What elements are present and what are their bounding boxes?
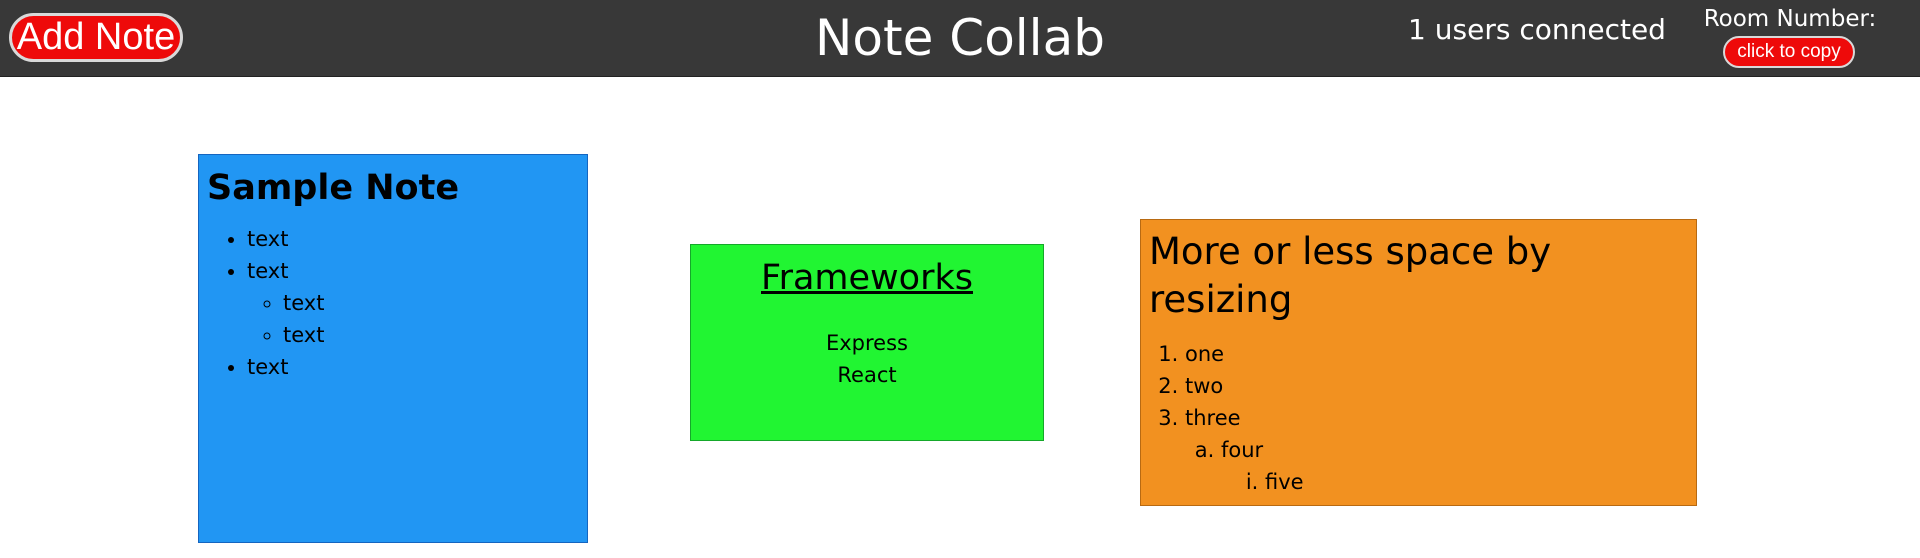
note-title: Frameworks xyxy=(761,258,973,298)
copy-room-button[interactable]: click to copy xyxy=(1723,36,1855,68)
list-item-text: text xyxy=(247,259,289,283)
list-item: text xyxy=(283,287,579,319)
add-note-button[interactable]: Add Note xyxy=(9,13,183,62)
top-bar: Add Note Note Collab 1 users connected R… xyxy=(0,0,1920,77)
nested-roman-list: five xyxy=(1221,466,1688,498)
note-resizing[interactable]: More or less space by resizing one two t… xyxy=(1140,219,1697,506)
list-item-text: three xyxy=(1185,406,1241,430)
list-item: text xyxy=(247,351,579,383)
nested-bullet-list: text text xyxy=(247,287,579,351)
list-item: four five xyxy=(1221,434,1688,498)
numbered-list: one two three four five xyxy=(1149,338,1688,498)
bullet-list: text text text text text xyxy=(207,223,579,383)
list-item: five xyxy=(1265,466,1688,498)
list-item: two xyxy=(1185,370,1688,402)
note-title: More or less space by resizing xyxy=(1149,230,1552,321)
note-line: React xyxy=(837,363,897,387)
note-line: Express xyxy=(825,331,908,355)
users-connected-status: 1 users connected xyxy=(1408,13,1666,46)
list-item: text xyxy=(247,223,579,255)
list-item: three four five xyxy=(1185,402,1688,498)
list-item: one xyxy=(1185,338,1688,370)
note-frameworks[interactable]: Frameworks Express React xyxy=(690,244,1044,441)
note-sample[interactable]: Sample Note text text text text text xyxy=(198,154,588,543)
nested-alpha-list: four five xyxy=(1185,434,1688,498)
note-title: Sample Note xyxy=(207,168,460,208)
list-item: text xyxy=(283,319,579,351)
list-item: text text text xyxy=(247,255,579,351)
list-item-text: four xyxy=(1221,438,1264,462)
